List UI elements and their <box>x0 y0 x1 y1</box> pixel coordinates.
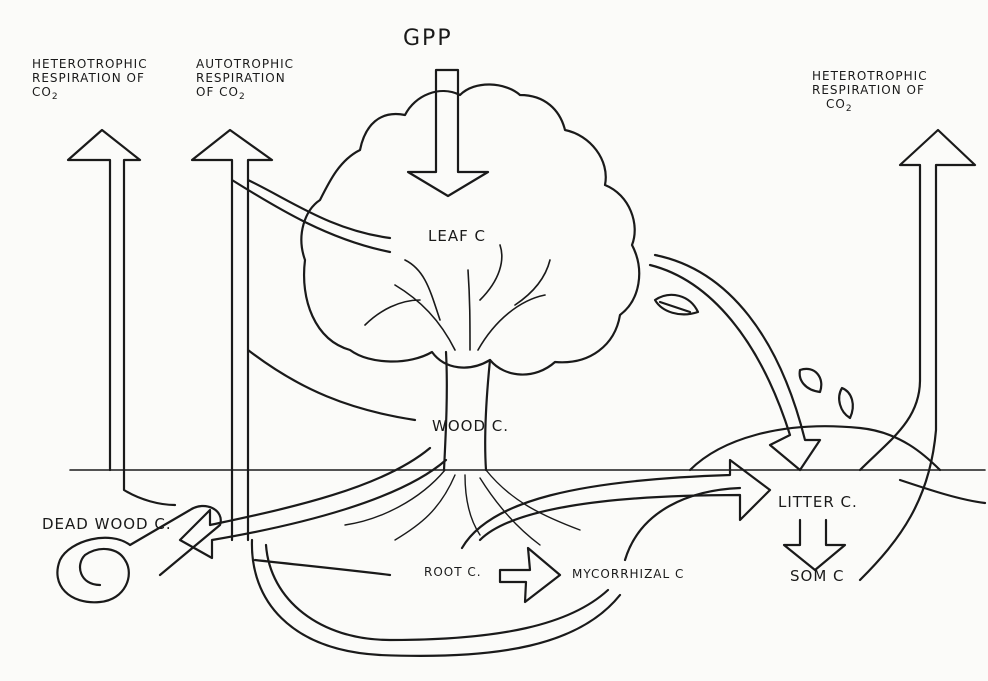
falling-leaf-3 <box>839 388 853 418</box>
hetero-right-co: CO <box>826 97 846 111</box>
root-c-label: Root C. <box>424 566 482 580</box>
auto-line1: Autotrophic <box>196 58 294 72</box>
hetero-left-arrow <box>68 130 175 505</box>
hetero-right-label: Heterotrophic Respiration of CO2 <box>812 70 928 114</box>
hetero-right-line2: Respiration of <box>812 84 928 98</box>
falling-leaf-1 <box>655 295 698 314</box>
gpp-arrow <box>408 70 488 196</box>
auto-arrow <box>192 130 415 540</box>
litter-mound <box>690 426 985 503</box>
auto-sub: 2 <box>239 92 245 102</box>
mycorrhizal-c-label: Mycorrhizal C <box>572 568 684 582</box>
falling-leaf-2 <box>800 369 822 392</box>
wood-c-label: Wood C. <box>432 418 509 435</box>
leaf-litter-arrow <box>650 255 820 470</box>
dead-wood-c-label: Dead Wood C. <box>42 516 172 533</box>
lower-loop <box>252 540 620 656</box>
tree-roots <box>345 470 580 545</box>
hetero-left-sub: 2 <box>52 92 58 102</box>
hetero-right-line1: Heterotrophic <box>812 70 928 84</box>
hetero-left-line3: CO2 <box>32 86 148 102</box>
auto-line2: Respiration <box>196 72 294 86</box>
tree-trunk <box>444 352 490 470</box>
root-myco-arrow <box>500 548 560 602</box>
hetero-left-line2: Respiration of <box>32 72 148 86</box>
hetero-left-co: CO <box>32 85 52 99</box>
leaf-c-label: Leaf C <box>428 228 486 245</box>
litter-c-label: Litter C. <box>778 494 858 511</box>
hetero-right-arrow <box>860 130 975 580</box>
hetero-right-sub: 2 <box>846 104 852 114</box>
hetero-left-line1: Heterotrophic <box>32 58 148 72</box>
hetero-right-line3: CO2 <box>812 98 928 114</box>
gpp-label: GPP <box>403 26 453 51</box>
auto-line3: of CO2 <box>196 86 294 102</box>
hetero-left-label: Heterotrophic Respiration of CO2 <box>32 58 148 102</box>
litter-som-arrow <box>784 520 845 570</box>
auto-label: Autotrophic Respiration of CO2 <box>196 58 294 102</box>
auto-co: of CO <box>196 85 239 99</box>
tree-branches <box>365 245 550 350</box>
root-litter-arrow <box>462 460 770 548</box>
som-c-label: SOM C <box>790 568 845 585</box>
